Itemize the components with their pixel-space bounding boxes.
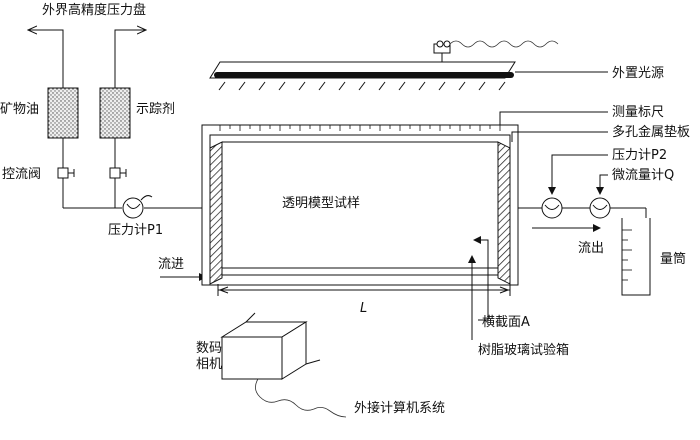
pressure-p1-label: 压力计P1 xyxy=(108,223,163,238)
outflow-label: 流出 xyxy=(578,241,604,256)
graduated-cylinder xyxy=(621,218,651,296)
light-source-label: 外置光源 xyxy=(612,66,664,81)
control-valve-label: 控流阀 xyxy=(2,167,41,182)
camera-cable xyxy=(255,378,347,418)
control-valve-left xyxy=(57,167,75,179)
length-dimension xyxy=(217,284,511,296)
light-source xyxy=(209,40,559,91)
tracer-label: 示踪剂 xyxy=(136,102,175,117)
pressure-source-label: 外界高精度压力盘 xyxy=(42,2,146,18)
metal-plate-label: 多孔金属垫板 xyxy=(612,124,690,140)
pressure-gauge-p1 xyxy=(122,195,153,219)
mineral-oil-container xyxy=(47,87,79,139)
tracer-container xyxy=(99,87,131,139)
pressure-p2-label: 压力计P2 xyxy=(612,148,667,163)
inflow-label: 流进 xyxy=(158,257,184,272)
mineral-oil-label: 矿物油 xyxy=(0,102,39,117)
right-leader-lines xyxy=(499,111,608,142)
pressure-source-lines xyxy=(28,30,146,88)
model-sample-label: 透明模型试样 xyxy=(282,196,360,211)
micro-flowmeter-label: 微流量计Q xyxy=(612,168,674,183)
scale-label: 测量标尺 xyxy=(612,105,664,120)
cross-section-leader xyxy=(473,236,489,321)
resin-test-box xyxy=(201,124,519,286)
resin-box-label: 树脂玻璃试验箱 xyxy=(478,342,569,358)
feed-pipes xyxy=(62,138,206,209)
control-valve-right xyxy=(109,167,127,179)
cross-section-label: 横截面A xyxy=(482,315,530,330)
cylinder-label: 量筒 xyxy=(660,251,686,267)
length-label: L xyxy=(360,301,367,316)
digital-camera xyxy=(220,312,321,380)
outflow-pipe xyxy=(518,207,647,218)
micro-flowmeter xyxy=(589,197,611,219)
camera-label-line2: 相机 xyxy=(196,357,222,372)
camera-label-line1: 数码 xyxy=(196,341,222,356)
pressure-gauge-p2 xyxy=(541,197,563,219)
computer-label: 外接计算机系统 xyxy=(354,400,445,416)
